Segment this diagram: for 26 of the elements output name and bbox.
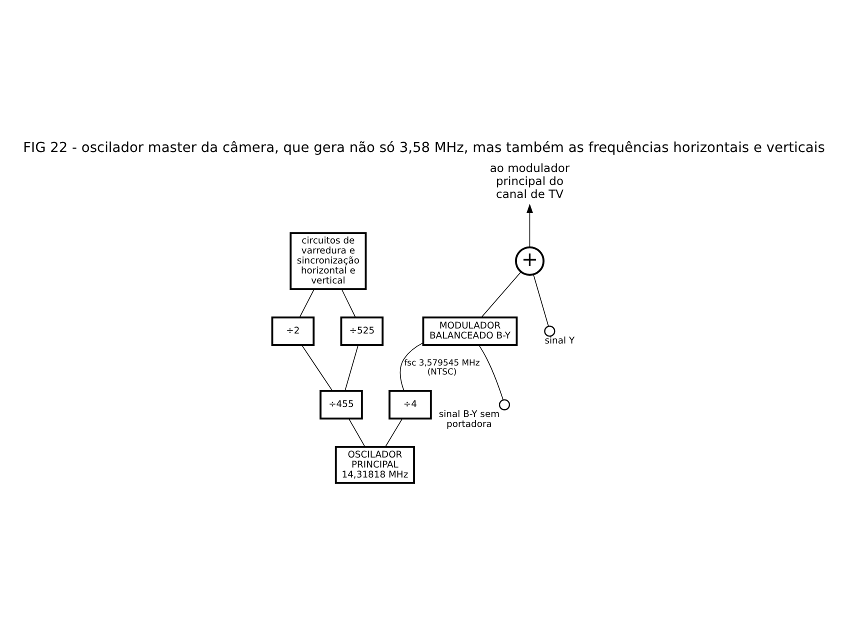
connector [481,272,522,318]
connector [384,418,403,448]
node-circle: + [515,246,545,276]
connector [348,418,366,448]
node-text: ao modulador principal do canal de TV [490,160,570,201]
connector [478,344,504,400]
diagram-title: FIG 22 - oscilador master da câmera, que gera não só 3,58 MHz, mas também as frequências horizontais e verticais [23,140,825,156]
connector [400,342,424,392]
node-box: ÷455 [320,390,363,420]
node-circle [498,399,510,410]
node-label: sinal B-Y sem portadora [438,409,500,430]
connector [299,288,315,318]
node-box: ÷525 [340,316,384,346]
node-box: ÷2 [271,316,315,346]
edge-label: fsc 3,579545 MHz (NTSC) [404,358,480,377]
node-box: OSCILADOR PRINCIPAL 14,31818 MHz [334,446,415,484]
node-box: MODULADOR BALANCEADO B-Y [422,316,518,346]
node-box: circuitos de varredura e sincronização horizontal e vertical [290,232,367,290]
connector [301,344,333,392]
connector [533,274,549,327]
connector [341,288,356,318]
node-label: sinal Y [544,336,575,347]
node-box: ÷4 [388,390,432,420]
node-circle [544,326,556,337]
connector [344,344,359,392]
arrow [526,204,533,248]
